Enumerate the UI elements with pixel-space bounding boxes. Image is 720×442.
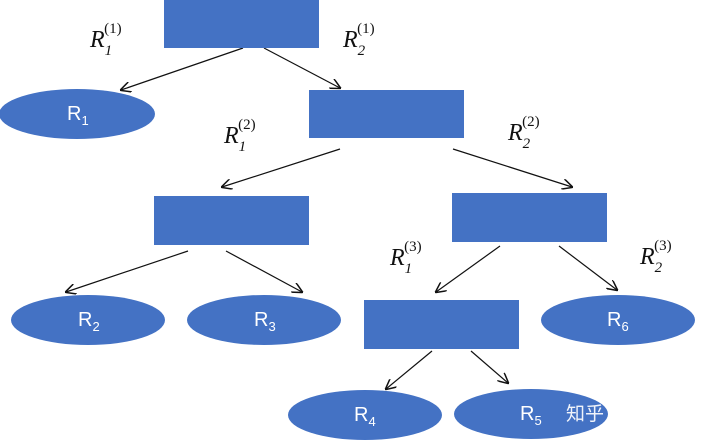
leaf-R3-base: R (254, 309, 268, 331)
edge-level3-right-R6 (558, 245, 617, 290)
svg-text:R1: R1 (67, 103, 89, 128)
leaf-nodes: R1 R2 R3 R4 R5 R6 (0, 89, 695, 440)
leaf-R5: R5 (454, 389, 608, 439)
edge-root-R1 (121, 47, 244, 90)
edge-level4-R4 (386, 350, 433, 389)
leaf-R6-base: R (607, 309, 621, 331)
svg-text:R4: R4 (354, 404, 376, 429)
edge-level3-left-R2 (66, 250, 189, 292)
split-node-level3-left (154, 196, 309, 245)
split-node-level2 (309, 90, 464, 138)
edge-level2-level3-right (452, 148, 572, 187)
leaf-R6-sub: 6 (621, 319, 628, 334)
leaf-R3-sub: 3 (268, 319, 275, 334)
leaf-R3: R3 (187, 295, 341, 345)
leaf-R4-base: R (354, 404, 368, 426)
split-node-root (164, 0, 319, 48)
leaf-R1: R1 (0, 89, 155, 139)
watermark-text: 知乎 @简博士 (566, 403, 686, 425)
split-node-level3-right (452, 193, 607, 242)
edge-level3-left-R3 (225, 250, 302, 292)
leaf-R1-base: R (67, 103, 81, 125)
leaf-R4-sub: 4 (368, 414, 375, 429)
leaf-R5-sub: 5 (534, 413, 541, 428)
edge-label-level3-right: R2(3) (639, 238, 672, 276)
edge-label-level2-left: R1(2) (223, 117, 256, 155)
svg-text:R2: R2 (78, 309, 100, 334)
edge-label-root-left: R1(1) (89, 21, 122, 59)
leaf-R5-base: R (520, 403, 534, 425)
edge-root-level2 (263, 47, 340, 88)
svg-text:R5: R5 (520, 403, 542, 428)
edge-label-level3-left: R1(3) (389, 239, 422, 277)
svg-text:R6: R6 (607, 309, 629, 334)
split-node-level4 (364, 300, 519, 349)
leaf-R2-sub: 2 (92, 319, 99, 334)
edge-label-level2-right: R2(2) (507, 114, 540, 152)
edges (66, 47, 617, 389)
leaf-R2: R2 (11, 295, 165, 345)
edge-level3-right-level4 (436, 245, 501, 292)
leaf-R6: R6 (541, 295, 695, 345)
edge-labels: R1(1) R2(1) R1(2) R2(2) R1(3) R2(3) (89, 21, 672, 277)
split-nodes (154, 0, 607, 349)
edge-level4-R5 (470, 350, 508, 383)
leaf-R1-sub: 1 (81, 113, 88, 128)
svg-text:R3: R3 (254, 309, 276, 334)
edge-level2-level3-left (222, 148, 341, 187)
leaf-R4: R4 (288, 390, 442, 440)
leaf-R2-base: R (78, 309, 92, 331)
edge-label-root-right: R2(1) (342, 21, 375, 59)
